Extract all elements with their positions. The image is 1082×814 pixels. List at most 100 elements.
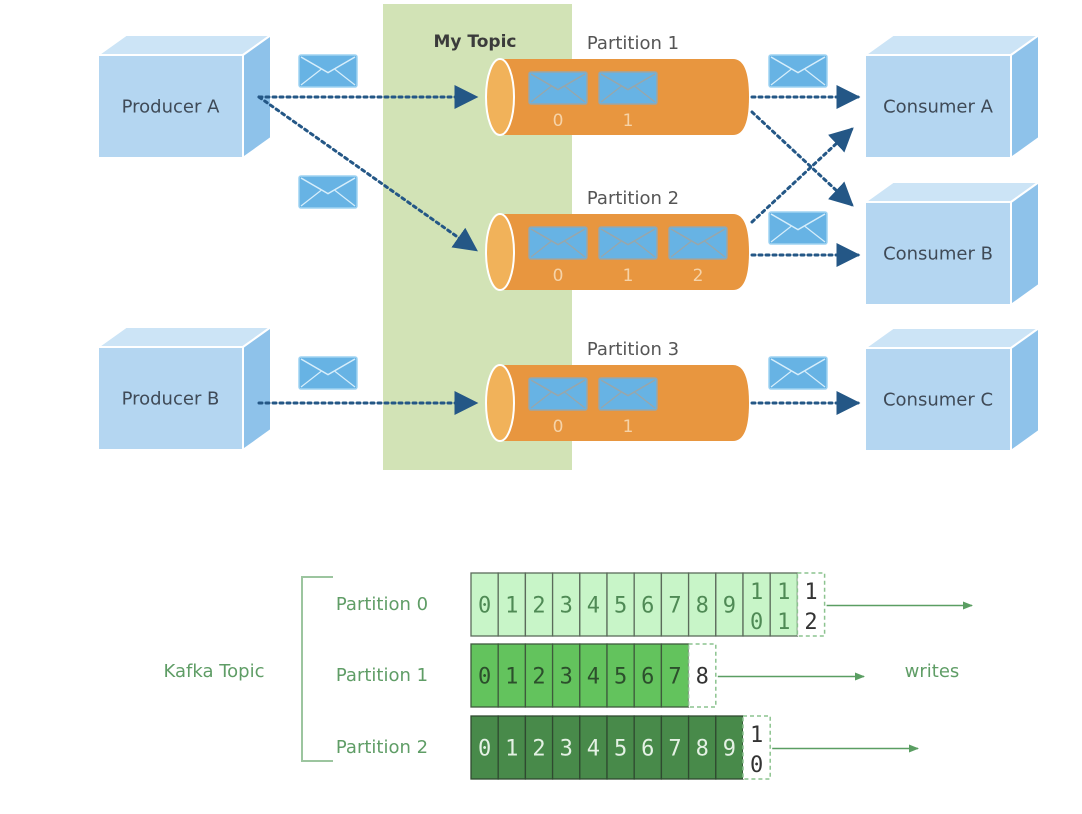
partition-row-label: Partition 2 — [336, 737, 428, 758]
log-offset: 6 — [641, 594, 654, 619]
envelope-body — [669, 227, 727, 259]
envelope-body — [299, 55, 357, 87]
consumer-c-box-label: Consumer C — [883, 390, 993, 411]
envelope-body — [529, 227, 587, 259]
message-offset: 0 — [553, 266, 564, 286]
cylinder-cap — [486, 59, 514, 135]
flow-partition-1-consumer-b — [752, 112, 852, 205]
message-offset: 1 — [623, 417, 634, 437]
producer-a-box: Producer A — [98, 35, 271, 158]
cylinder-cap — [486, 214, 514, 290]
log-offset: 4 — [587, 665, 600, 690]
envelope-icon — [769, 212, 827, 244]
writes-label: writes — [905, 661, 960, 682]
envelope-icon — [599, 72, 657, 104]
next-offset-digit: 1 — [804, 580, 817, 605]
box-top-face — [865, 35, 1039, 55]
envelope-body — [529, 72, 587, 104]
box-side-face — [1011, 328, 1039, 451]
log-offset: 0 — [478, 594, 491, 619]
log-offset-digit: 1 — [750, 580, 763, 605]
partition-row-label: Partition 1 — [336, 665, 428, 686]
envelope-body — [599, 378, 657, 410]
producer-a-box-label: Producer A — [122, 97, 220, 118]
bottom-diagram: Kafka Topic writes Partition 00123456789… — [164, 573, 973, 779]
partition-label: Partition 1 — [587, 33, 679, 54]
log-offset: 1 — [505, 665, 518, 690]
log-offset: 7 — [668, 665, 681, 690]
box-side-face — [243, 327, 271, 450]
log-offset: 4 — [587, 594, 600, 619]
log-offset-digit: 1 — [777, 610, 790, 635]
log-offset: 9 — [723, 594, 736, 619]
box-side-face — [1011, 182, 1039, 305]
log-offset: 1 — [505, 737, 518, 762]
log-offset: 7 — [668, 594, 681, 619]
consumer-a-box: Consumer A — [865, 35, 1039, 158]
envelope-body — [299, 176, 357, 208]
envelope-icon — [599, 378, 657, 410]
message-offset: 0 — [553, 111, 564, 131]
log-offset: 5 — [614, 737, 627, 762]
envelope-icon — [299, 357, 357, 389]
envelope-icon — [529, 378, 587, 410]
box-side-face — [1011, 35, 1039, 158]
envelope-body — [299, 357, 357, 389]
partition-label: Partition 3 — [587, 339, 679, 360]
log-offset: 2 — [532, 665, 545, 690]
producer-b-box-label: Producer B — [122, 389, 220, 410]
log-offset: 0 — [478, 665, 491, 690]
log-offset: 3 — [560, 737, 573, 762]
next-offset-digit: 2 — [804, 610, 817, 635]
box-top-face — [98, 35, 271, 55]
next-offset-digit: 1 — [750, 723, 763, 748]
log-offset: 2 — [532, 594, 545, 619]
log-offset: 3 — [560, 594, 573, 619]
envelope-icon — [299, 176, 357, 208]
partition-log-row: 0123456789101112 — [471, 573, 972, 636]
envelope-icon — [299, 55, 357, 87]
envelope-body — [599, 72, 657, 104]
envelope-icon — [529, 227, 587, 259]
envelope-icon — [669, 227, 727, 259]
producer-b-box: Producer B — [98, 327, 271, 450]
message-offset: 1 — [623, 266, 634, 286]
top-diagram: Producer AProducer BConsumer AConsumer B… — [98, 33, 1039, 451]
consumer-c-box: Consumer C — [865, 328, 1039, 451]
envelope-body — [769, 357, 827, 389]
message-offset: 2 — [693, 266, 704, 286]
log-offset: 8 — [696, 737, 709, 762]
log-offset: 6 — [641, 737, 654, 762]
log-offset: 3 — [560, 665, 573, 690]
topic-label: My Topic — [433, 32, 516, 52]
partition-label: Partition 2 — [587, 188, 679, 209]
flow-partition-2-consumer-a — [752, 129, 852, 222]
envelope-body — [769, 212, 827, 244]
next-offset: 8 — [696, 665, 709, 690]
envelope-body — [599, 227, 657, 259]
message-offset: 0 — [553, 417, 564, 437]
next-offset-digit: 0 — [750, 753, 763, 778]
log-offset: 0 — [478, 737, 491, 762]
log-offset: 4 — [587, 737, 600, 762]
log-offset: 7 — [668, 737, 681, 762]
envelope-icon — [529, 72, 587, 104]
log-offset-digit: 0 — [750, 610, 763, 635]
partition-log-row: 012345678910 — [471, 716, 918, 779]
log-offset: 5 — [614, 665, 627, 690]
envelope-body — [529, 378, 587, 410]
envelope-icon — [599, 227, 657, 259]
kafka-topic-label: Kafka Topic — [164, 661, 265, 682]
log-offset: 1 — [505, 594, 518, 619]
envelope-body — [769, 55, 827, 87]
box-top-face — [98, 327, 271, 347]
partition-row-label: Partition 0 — [336, 594, 428, 615]
box-top-face — [865, 328, 1039, 348]
log-offset-digit: 1 — [777, 580, 790, 605]
log-offset: 6 — [641, 665, 654, 690]
envelope-icon — [769, 55, 827, 87]
box-top-face — [865, 182, 1039, 202]
partition-log-row: 012345678 — [471, 644, 864, 707]
log-offset: 5 — [614, 594, 627, 619]
